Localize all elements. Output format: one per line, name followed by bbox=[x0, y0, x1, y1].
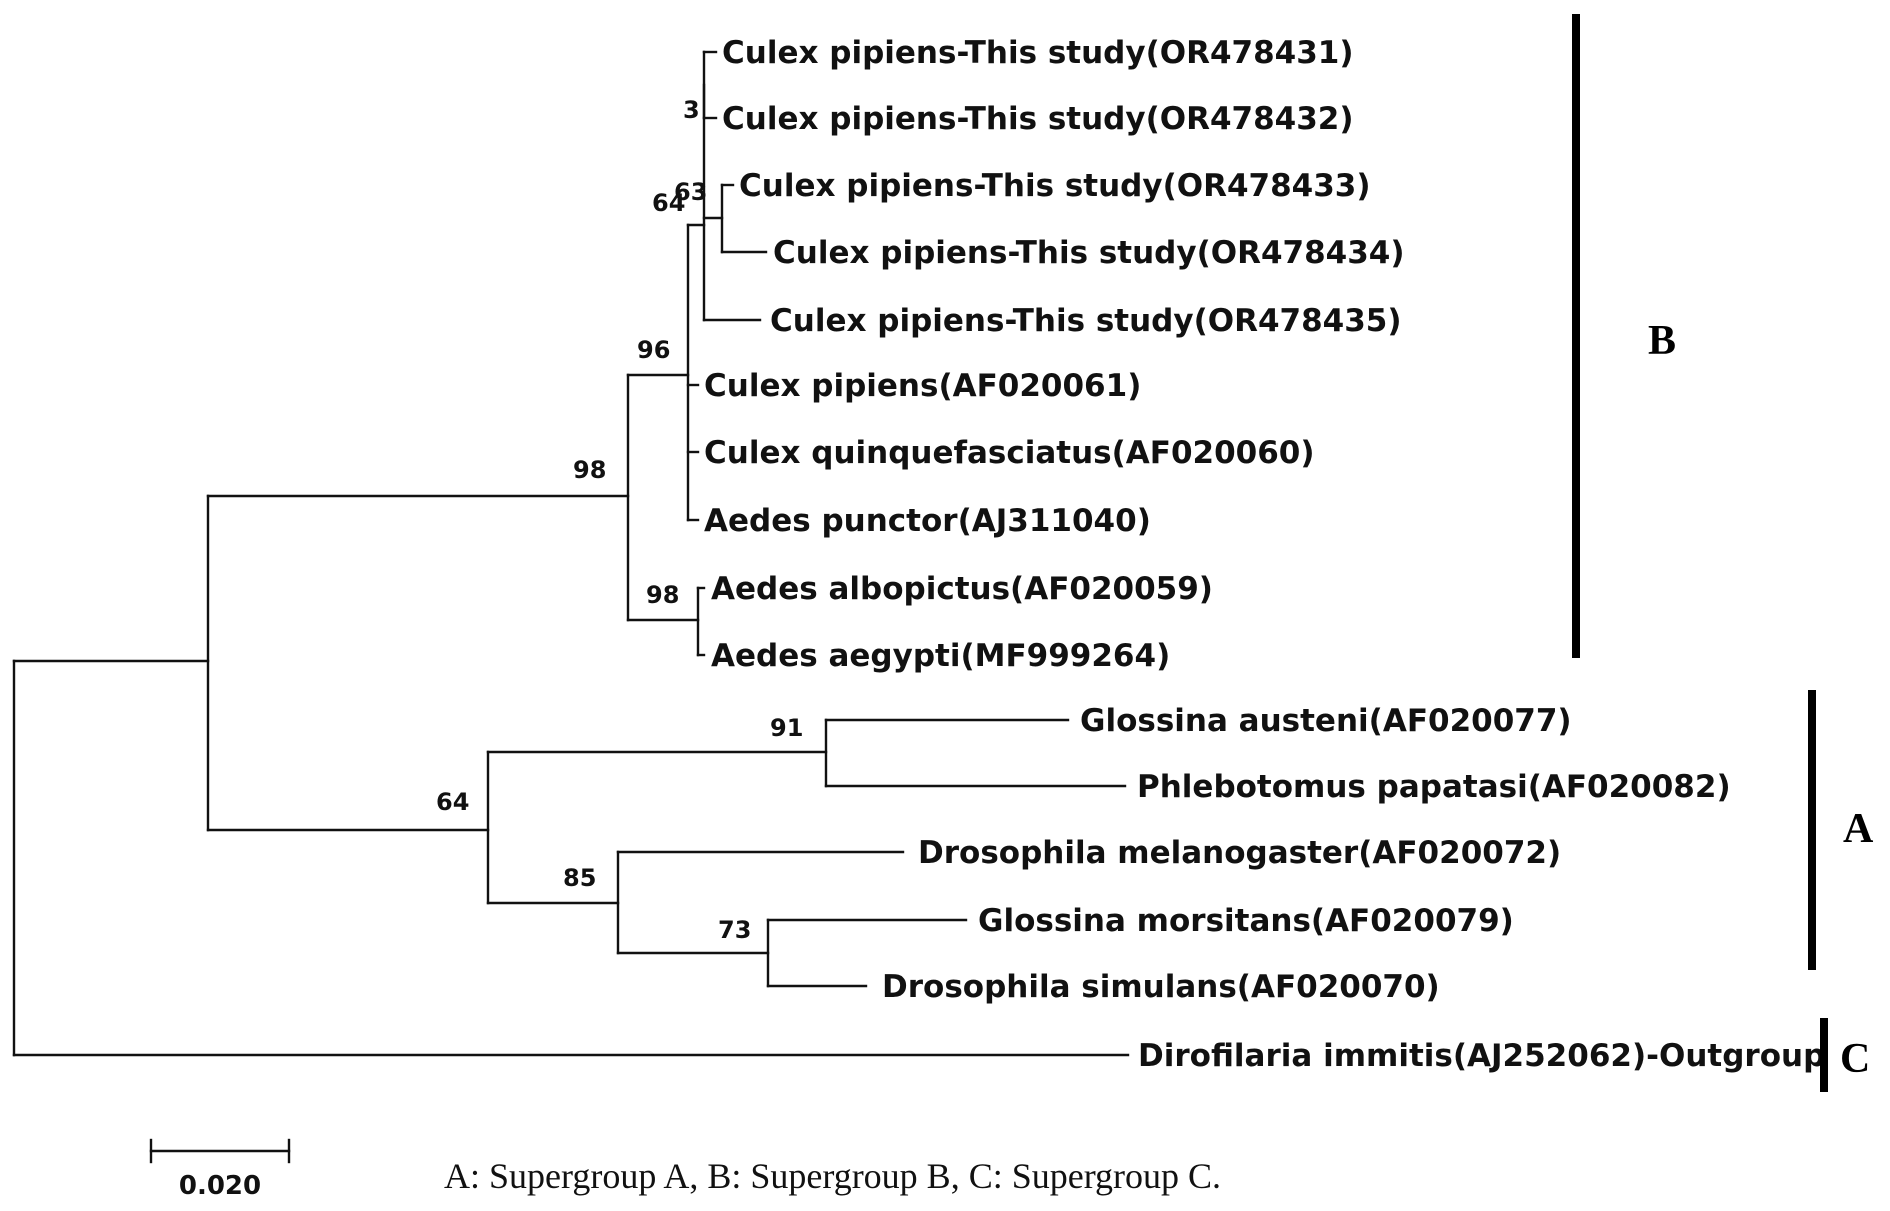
bootstrap-value: 91 bbox=[770, 714, 803, 742]
taxon-label: Culex pipiens-This study(OR478431) bbox=[722, 35, 1354, 71]
taxon-labels: Culex pipiens-This study(OR478431) Culex… bbox=[704, 35, 1825, 1074]
bootstrap-value: 64 bbox=[436, 788, 469, 816]
bootstrap-values: 3 63 64 96 98 98 91 64 85 73 bbox=[436, 96, 803, 944]
bootstrap-value: 3 bbox=[683, 96, 700, 124]
bootstrap-value: 98 bbox=[573, 456, 606, 484]
bootstrap-value: 63 bbox=[674, 178, 707, 206]
tree-branches bbox=[12, 50, 1130, 1057]
taxon-label: Culex pipiens-This study(OR478433) bbox=[739, 168, 1371, 204]
bootstrap-value: 64 bbox=[652, 189, 685, 217]
taxon-label: Culex pipiens-This study(OR478435) bbox=[770, 303, 1402, 339]
group-a-label: A bbox=[1843, 806, 1874, 852]
taxon-label: Drosophila melanogaster(AF020072) bbox=[918, 835, 1561, 871]
bootstrap-value: 96 bbox=[637, 336, 670, 364]
legend-text: A: Supergroup A, B: Supergroup B, C: Sup… bbox=[444, 1156, 1221, 1196]
group-c-label: C bbox=[1840, 1036, 1870, 1082]
taxon-label: Culex quinquefasciatus(AF020060) bbox=[704, 435, 1315, 471]
taxon-label: Culex pipiens-This study(OR478432) bbox=[722, 101, 1354, 137]
taxon-label: Dirofilaria immitis(AJ252062)-Outgroup bbox=[1138, 1038, 1825, 1074]
taxon-label: Drosophila simulans(AF020070) bbox=[882, 969, 1440, 1005]
taxon-label: Aedes aegypti(MF999264) bbox=[711, 638, 1170, 674]
scale-bar: 0.020 bbox=[149, 1138, 291, 1201]
group-b-label: B bbox=[1648, 318, 1676, 364]
scale-bar-label: 0.020 bbox=[179, 1171, 261, 1201]
bootstrap-value: 98 bbox=[646, 581, 679, 609]
taxon-label: Glossina morsitans(AF020079) bbox=[978, 903, 1514, 939]
taxon-label: Aedes albopictus(AF020059) bbox=[711, 571, 1213, 607]
bootstrap-value: 73 bbox=[718, 916, 751, 944]
taxon-label: Glossina austeni(AF020077) bbox=[1080, 703, 1572, 739]
taxon-label: Culex pipiens-This study(OR478434) bbox=[773, 235, 1405, 271]
bootstrap-value: 85 bbox=[563, 864, 596, 892]
supergroup-markers: B A C bbox=[1572, 14, 1874, 1092]
taxon-label: Phlebotomus papatasi(AF020082) bbox=[1137, 769, 1731, 805]
taxon-label: Aedes punctor(AJ311040) bbox=[704, 503, 1151, 539]
taxon-label: Culex pipiens(AF020061) bbox=[704, 368, 1141, 404]
